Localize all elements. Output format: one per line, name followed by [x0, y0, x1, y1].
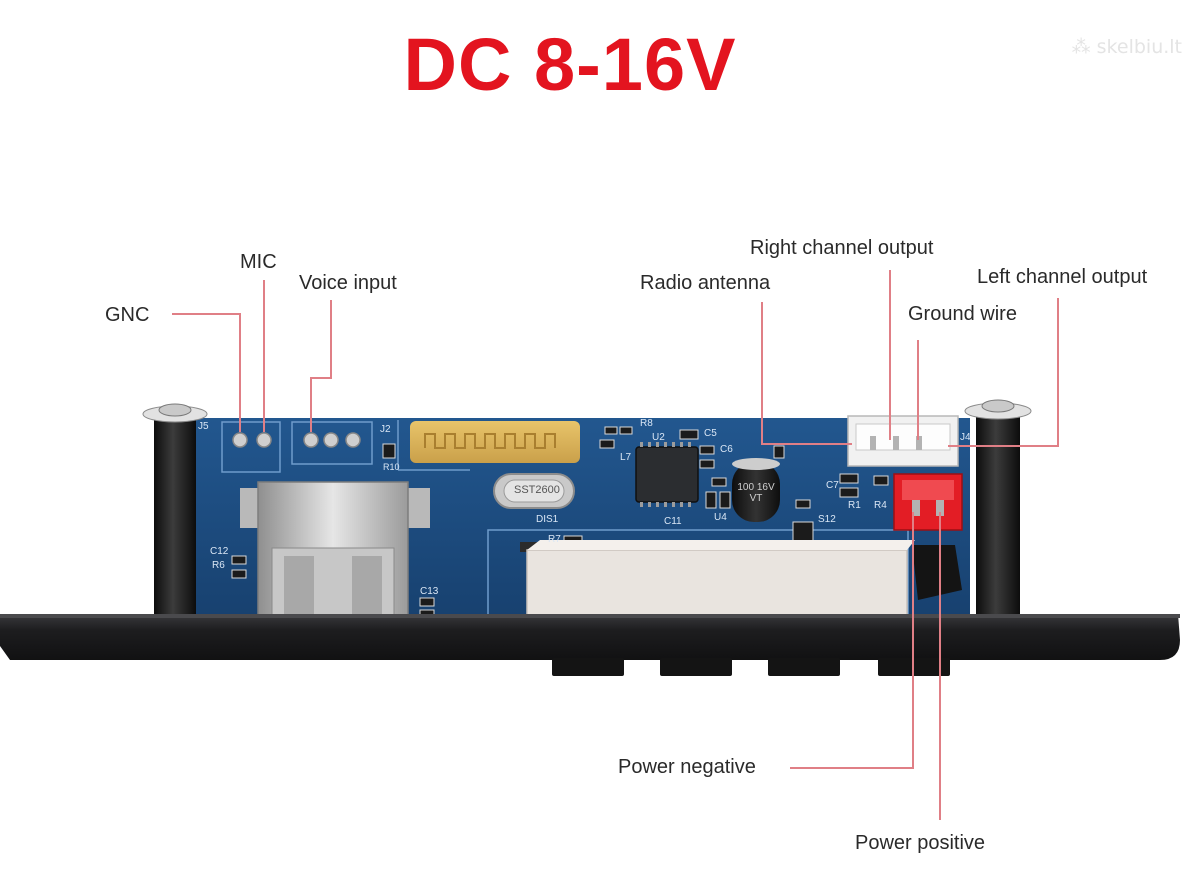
silk-cap: 100 16V VT — [737, 482, 775, 504]
voltage-title: DC 8-16V — [403, 23, 737, 106]
crystal-oscillator — [493, 473, 575, 509]
label-mic: MIC — [240, 251, 277, 273]
label-radio-antenna: Radio antenna — [640, 272, 771, 294]
label-voice-input: Voice input — [299, 272, 397, 294]
silk-crystal: SST2600 — [514, 484, 560, 496]
leader-power-negative — [790, 512, 914, 769]
silk-u4: U4 — [714, 512, 727, 523]
label-right-channel-output: Right channel output — [750, 237, 934, 259]
silk-j4: J4 — [960, 432, 971, 443]
leader-voice-input — [310, 300, 332, 432]
display-window — [520, 540, 915, 616]
silk-j5: J5 — [198, 421, 209, 432]
silk-c5: C5 — [704, 428, 717, 439]
silk-c13: C13 — [420, 586, 439, 597]
leader-radio-antenna — [761, 302, 852, 445]
silk-u2: U2 — [652, 432, 665, 443]
label-left-channel-output: Left channel output — [977, 266, 1148, 288]
label-power-positive: Power positive — [855, 832, 986, 854]
label-power-negative: Power negative — [618, 756, 756, 778]
control-buttons — [552, 658, 950, 676]
bluetooth-antenna-pad — [410, 421, 580, 463]
electrolytic-capacitor — [732, 458, 780, 522]
silk-c12: C12 — [210, 546, 229, 557]
silk-c6: C6 — [720, 444, 733, 455]
leader-left-channel — [948, 298, 1059, 447]
voice-input-pads — [303, 432, 361, 448]
silk-c11: C11 — [664, 516, 682, 527]
silk-dis1: DIS1 — [536, 514, 559, 525]
silk-r4: R4 — [874, 500, 887, 511]
label-gnc: GNC — [105, 304, 150, 326]
mounting-post-right — [964, 399, 1032, 624]
silk-j2: J2 — [380, 424, 391, 435]
red-power-connector — [893, 473, 963, 531]
silk-l7: L7 — [620, 452, 632, 463]
gnc-mic-pads — [232, 432, 272, 448]
watermark: ⁂ skelbiu.lt — [1072, 36, 1182, 58]
silk-s12: S12 — [818, 514, 836, 525]
main-ic-chip — [635, 442, 699, 507]
front-panel — [0, 614, 1180, 660]
silk-r7: R7 — [548, 534, 561, 545]
leader-gnc — [172, 313, 241, 432]
leader-lines — [172, 270, 1059, 820]
label-ground-wire: Ground wire — [908, 303, 1017, 325]
white-audio-connector — [847, 415, 959, 467]
silk-r8: R8 — [640, 418, 653, 429]
usb-port — [240, 481, 430, 623]
silk-c7: C7 — [826, 480, 839, 491]
ir-receiver — [912, 545, 962, 600]
watermark-text: skelbiu.lt — [1096, 36, 1182, 58]
mounting-post-left — [142, 403, 208, 623]
silk-r10: R10 — [383, 462, 400, 472]
silk-r1: R1 — [848, 500, 861, 511]
silk-r6: R6 — [212, 560, 225, 571]
watermark-logo-icon: ⁂ — [1071, 36, 1091, 58]
